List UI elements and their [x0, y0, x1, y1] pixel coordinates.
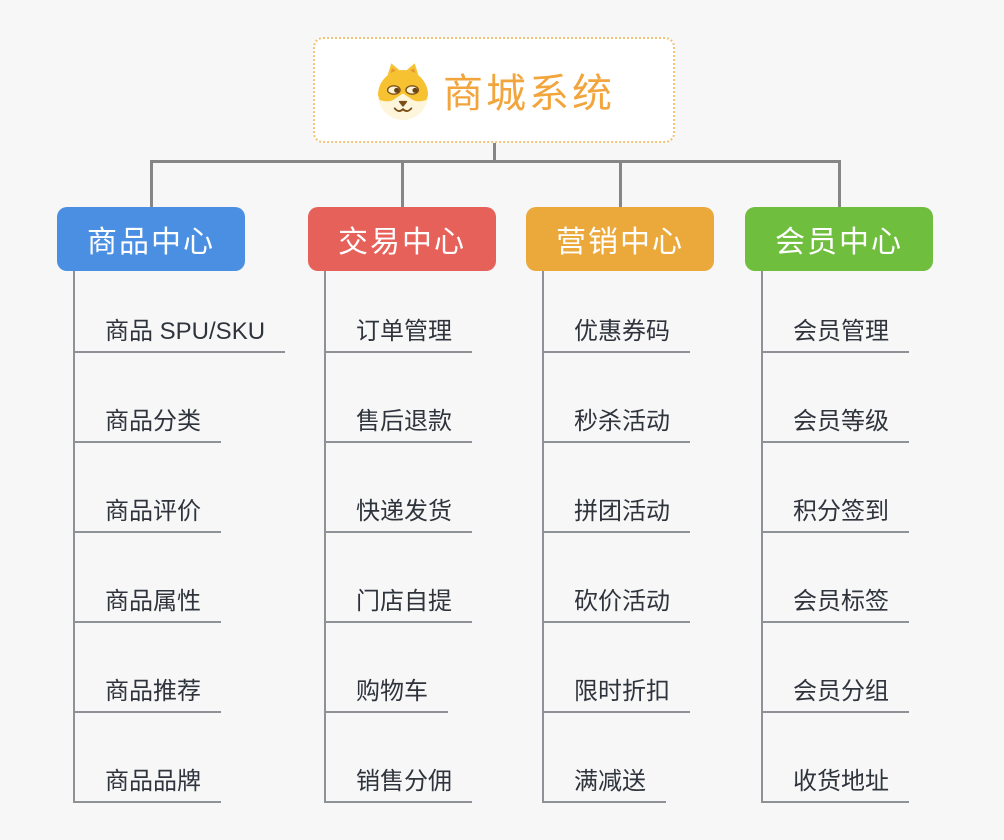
connector-drop-branch-1 — [149, 160, 153, 207]
leaf-node[interactable]: 积分签到 — [761, 443, 909, 533]
branch-children: 商品 SPU/SKU 商品分类 商品评价 商品属性 商品推荐 商品品牌 — [73, 271, 297, 803]
leaf-node[interactable]: 门店自提 — [324, 533, 472, 623]
branch-header-marketing-center[interactable]: 营销中心 — [526, 207, 714, 271]
leaf-node[interactable]: 秒杀活动 — [542, 353, 690, 443]
leaf-node[interactable]: 砍价活动 — [542, 533, 690, 623]
leaf-node[interactable]: 商品分类 — [73, 353, 221, 443]
branch-header-product-center[interactable]: 商品中心 — [57, 207, 245, 271]
leaf-node[interactable]: 满减送 — [542, 713, 666, 803]
leaf-node[interactable]: 拼团活动 — [542, 443, 690, 533]
branch-children: 优惠券码 秒杀活动 拼团活动 砍价活动 限时折扣 满减送 — [542, 271, 766, 803]
root-node-label: 商城系统 — [443, 72, 615, 116]
leaf-node[interactable]: 快递发货 — [324, 443, 472, 533]
leaf-node[interactable]: 会员分组 — [761, 623, 909, 713]
leaf-node[interactable]: 购物车 — [324, 623, 448, 713]
leaf-node[interactable]: 订单管理 — [324, 271, 472, 353]
leaf-node[interactable]: 收货地址 — [761, 713, 909, 803]
branch-trade-center: 交易中心 订单管理 售后退款 快递发货 门店自提 购物车 销售分佣 — [308, 207, 548, 803]
leaf-node[interactable]: 商品 SPU/SKU — [73, 271, 286, 353]
branch-product-center: 商品中心 商品 SPU/SKU 商品分类 商品评价 商品属性 商品推荐 商品品牌 — [57, 207, 297, 803]
leaf-node[interactable]: 优惠券码 — [542, 271, 690, 353]
branch-header-trade-center[interactable]: 交易中心 — [308, 207, 496, 271]
branch-children: 订单管理 售后退款 快递发货 门店自提 购物车 销售分佣 — [324, 271, 548, 803]
branch-member-center: 会员中心 会员管理 会员等级 积分签到 会员标签 会员分组 收货地址 — [745, 207, 985, 803]
leaf-node[interactable]: 商品评价 — [73, 443, 221, 533]
leaf-node[interactable]: 商品品牌 — [73, 713, 221, 803]
leaf-node[interactable]: 会员等级 — [761, 353, 909, 443]
leaf-node[interactable]: 售后退款 — [324, 353, 472, 443]
leaf-node[interactable]: 销售分佣 — [324, 713, 472, 803]
branch-header-member-center[interactable]: 会员中心 — [745, 207, 933, 271]
leaf-node[interactable]: 限时折扣 — [542, 623, 690, 713]
leaf-node[interactable]: 商品推荐 — [73, 623, 221, 713]
connector-horizontal-line — [149, 160, 841, 163]
leaf-node[interactable]: 会员标签 — [761, 533, 909, 623]
connector-drop-branch-2 — [400, 160, 404, 207]
shiba-dog-icon — [373, 58, 433, 122]
connector-drop-branch-3 — [618, 160, 622, 207]
leaf-node[interactable]: 商品属性 — [73, 533, 221, 623]
connector-drop-branch-4 — [837, 160, 841, 207]
connector-root-stub — [492, 143, 496, 163]
leaf-node[interactable]: 会员管理 — [761, 271, 909, 353]
root-node[interactable]: 商城系统 — [313, 37, 675, 143]
branch-children: 会员管理 会员等级 积分签到 会员标签 会员分组 收货地址 — [761, 271, 985, 803]
branch-marketing-center: 营销中心 优惠券码 秒杀活动 拼团活动 砍价活动 限时折扣 满减送 — [526, 207, 766, 803]
